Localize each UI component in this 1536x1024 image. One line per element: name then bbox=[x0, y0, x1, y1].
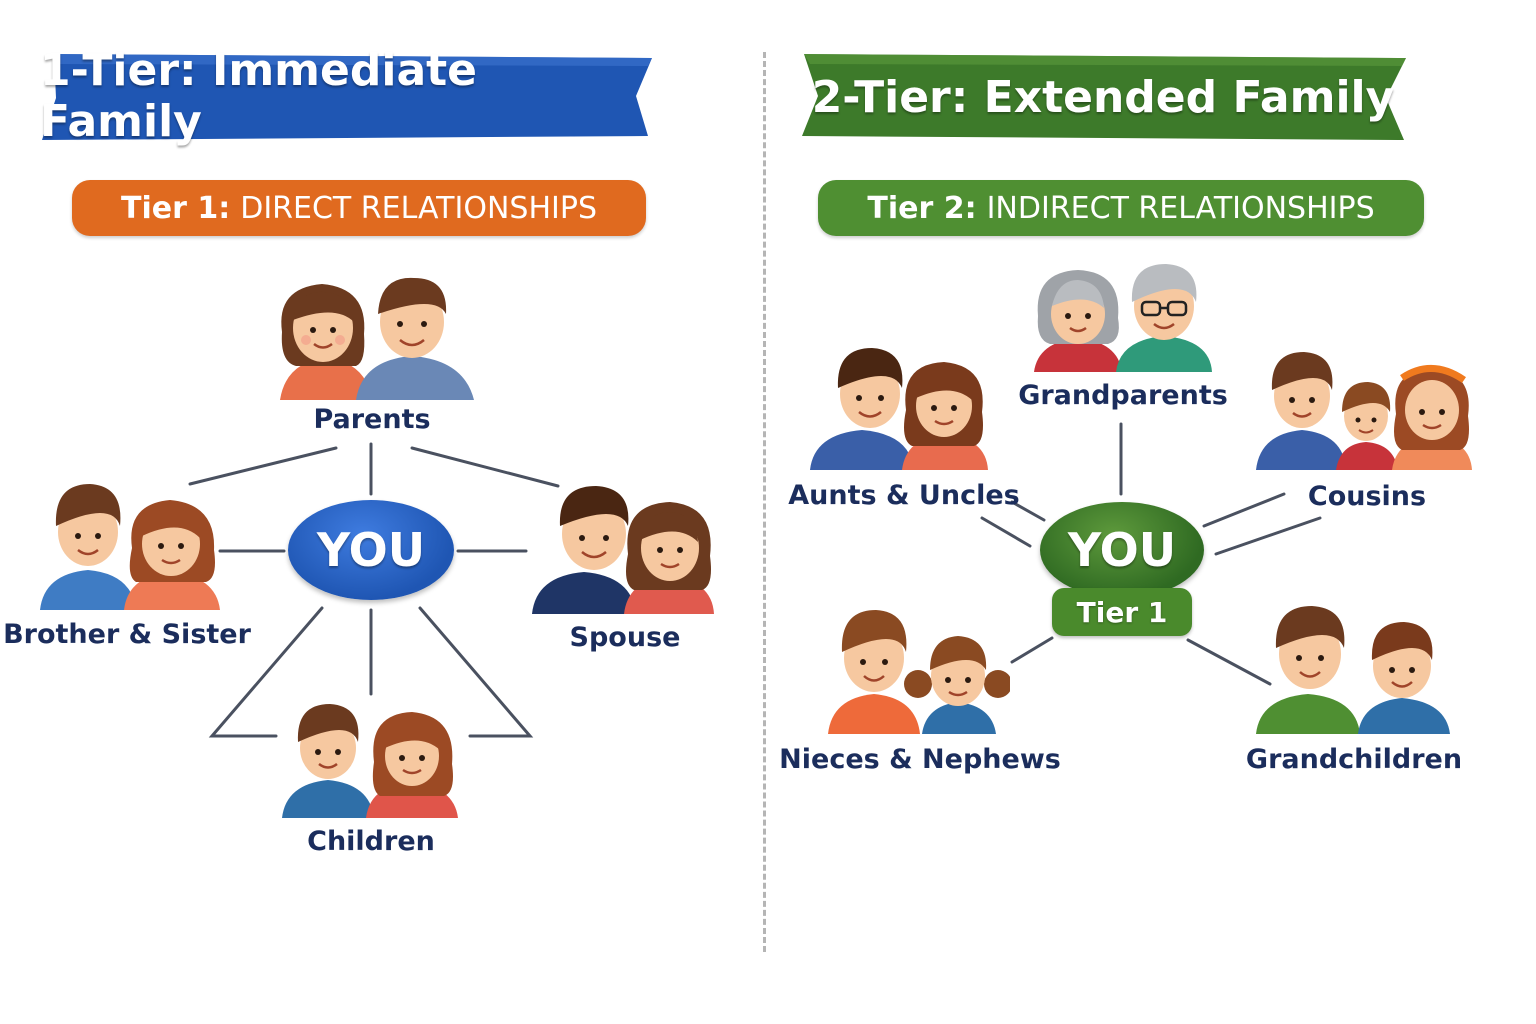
label-spouse: Spouse bbox=[569, 622, 681, 653]
left-pill-strong: Tier 1: bbox=[121, 190, 231, 226]
label-parents: Parents bbox=[313, 404, 431, 435]
family-pair-icon bbox=[532, 486, 714, 614]
family-pair-icon bbox=[40, 484, 220, 610]
grandparents-illustration bbox=[1030, 262, 1214, 372]
left-you-node: YOU bbox=[288, 500, 454, 600]
grandparents-icon bbox=[1034, 264, 1212, 372]
right-you-node: YOU bbox=[1040, 502, 1204, 598]
right-pill-text: INDIRECT RELATIONSHIPS bbox=[986, 190, 1375, 226]
children-icon bbox=[282, 704, 458, 818]
label-children: Children bbox=[307, 826, 435, 857]
left-title: 1-Tier: Immediate Family bbox=[40, 45, 478, 147]
children-icon bbox=[828, 610, 1012, 734]
right-pill-strong: Tier 2: bbox=[867, 190, 977, 226]
children-icon bbox=[1256, 606, 1450, 734]
right-title-banner: 2-Tier: Extended Family bbox=[800, 52, 1406, 142]
right-subtitle-pill: Tier 2: INDIRECT RELATIONSHIPS bbox=[818, 180, 1424, 236]
label-aunts-uncles: Aunts & Uncles bbox=[788, 480, 1020, 511]
cousins-illustration bbox=[1256, 350, 1474, 470]
panel-divider bbox=[763, 52, 766, 952]
children-illustration bbox=[282, 700, 462, 818]
right-title: 2-Tier: Extended Family bbox=[811, 71, 1395, 123]
aunts-uncles-illustration bbox=[810, 346, 990, 470]
siblings-illustration bbox=[40, 478, 222, 610]
label-brother-sister: Brother & Sister bbox=[3, 619, 251, 650]
parents-illustration bbox=[276, 270, 476, 400]
nieces-nephews-illustration bbox=[828, 606, 1012, 734]
children-icon bbox=[1256, 352, 1472, 470]
left-title-banner: 1-Tier: Immediate Family bbox=[40, 45, 652, 147]
grandchildren-illustration bbox=[1256, 604, 1452, 734]
label-cousins: Cousins bbox=[1307, 481, 1427, 512]
label-grandchildren: Grandchildren bbox=[1245, 744, 1463, 775]
spouse-illustration bbox=[532, 484, 716, 614]
family-pair-icon bbox=[810, 348, 988, 470]
left-pill-text: DIRECT RELATIONSHIPS bbox=[240, 190, 597, 226]
label-grandparents: Grandparents bbox=[1018, 380, 1228, 411]
left-subtitle-pill: Tier 1: DIRECT RELATIONSHIPS bbox=[72, 180, 646, 236]
label-nieces-nephews: Nieces & Nephews bbox=[779, 744, 1061, 775]
family-pair-icon bbox=[280, 277, 474, 400]
right-tier1-badge: Tier 1 bbox=[1052, 588, 1192, 636]
